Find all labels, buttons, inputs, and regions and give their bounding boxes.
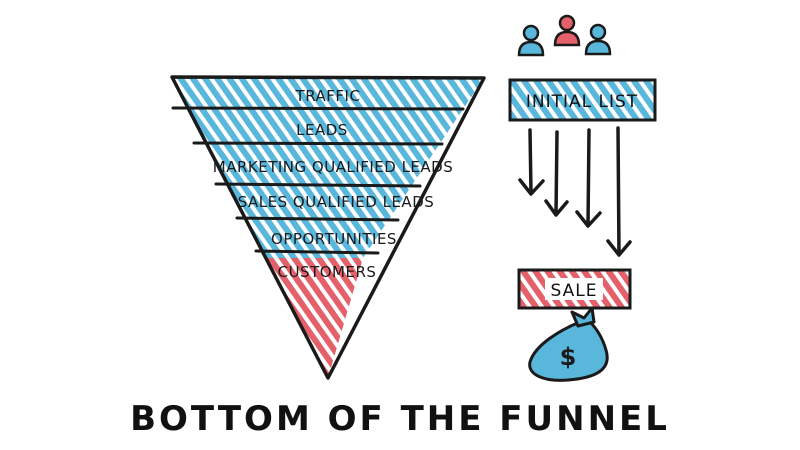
down-arrow-icon <box>518 128 545 196</box>
funnel-stage-label: TRAFFIC <box>295 87 361 105</box>
funnel-stage-label: SALES QUALIFIED LEADS <box>238 193 435 211</box>
down-arrow-icon <box>575 128 602 228</box>
funnel-divider <box>171 106 465 111</box>
sale-box: SALE <box>517 268 632 310</box>
funnel-divider <box>254 249 380 255</box>
diagram-title: BOTTOM OF THE FUNNEL <box>130 399 670 439</box>
down-arrow-icon <box>544 130 569 217</box>
money-bag-icon: $ <box>528 306 609 382</box>
funnel-blue-fill <box>172 78 484 258</box>
down-arrow-icon <box>606 126 632 257</box>
funnel: TRAFFIC LEADS MARKETING QUALIFIED LEADS … <box>170 75 486 380</box>
sale-label: SALE <box>551 281 598 301</box>
funnel-stage-label: CUSTOMERS <box>278 263 377 281</box>
people-group <box>517 14 612 57</box>
money-symbol: $ <box>560 343 577 371</box>
funnel-stage-label: OPPORTUNITIES <box>271 230 397 248</box>
funnel-divider <box>235 216 400 222</box>
person-icon <box>517 24 545 57</box>
funnel-divider <box>214 182 422 188</box>
initial-list-box: INITIAL LIST <box>508 78 657 122</box>
person-icon <box>553 14 581 47</box>
funnel-outline <box>170 75 486 380</box>
person-icon <box>584 23 612 56</box>
funnel-divider <box>192 141 444 146</box>
initial-list-label: INITIAL LIST <box>526 92 638 112</box>
funnel-red-fill <box>266 258 363 378</box>
funnel-stage-label: LEADS <box>296 121 348 139</box>
funnel-stage-label: MARKETING QUALIFIED LEADS <box>213 158 453 176</box>
